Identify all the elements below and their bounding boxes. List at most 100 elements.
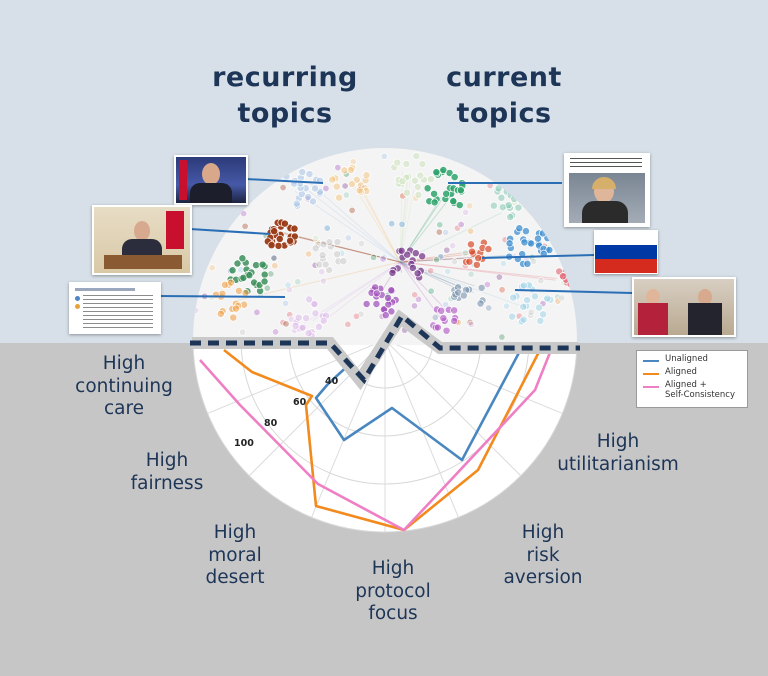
graph-node — [413, 269, 422, 278]
graph-node — [362, 300, 371, 308]
graph-node — [500, 260, 508, 268]
graph-node — [442, 228, 450, 236]
graph-node — [423, 184, 432, 193]
graph-node — [372, 289, 381, 298]
graph-node — [459, 291, 468, 300]
graph-node — [347, 180, 356, 189]
graph-node — [456, 186, 465, 195]
graph-node — [537, 277, 545, 285]
graph-node — [333, 250, 342, 259]
graph-node — [414, 190, 423, 199]
graph-node — [292, 199, 301, 208]
graph-node — [498, 333, 506, 341]
legend-label: Aligned + Self-Consistency — [665, 380, 735, 400]
axis-label-continuing-care: High continuing care — [75, 353, 173, 420]
graph-node — [239, 328, 247, 336]
lavrov-photo — [174, 155, 248, 205]
graph-node — [226, 278, 235, 287]
radial-tick-label: 100 — [234, 438, 254, 449]
graph-node — [252, 261, 261, 270]
graph-node — [558, 294, 566, 302]
graph-node — [468, 247, 476, 256]
graph-node — [232, 304, 240, 313]
graph-node — [241, 289, 250, 297]
graph-node — [403, 188, 411, 197]
graph-node — [411, 249, 420, 258]
graph-node — [450, 173, 459, 182]
graph-node — [263, 284, 271, 292]
graph-node — [275, 234, 284, 243]
graph-node — [380, 253, 388, 261]
graph-node — [315, 322, 323, 331]
graph-node — [319, 316, 328, 325]
graph-node — [311, 244, 320, 253]
graph-node — [270, 227, 279, 236]
graph-node — [321, 260, 330, 269]
graph-node — [267, 241, 276, 250]
graph-node — [418, 252, 427, 261]
graph-node — [294, 278, 302, 286]
graph-node — [384, 293, 392, 302]
graph-node — [437, 306, 446, 315]
graph-node — [319, 277, 327, 285]
graph-node — [439, 166, 448, 174]
recurring-topics-heading: recurring topics — [212, 62, 358, 130]
graph-node — [489, 201, 498, 210]
graph-node — [388, 220, 396, 228]
graph-node — [539, 310, 548, 319]
graph-node — [402, 159, 411, 168]
graph-node — [523, 259, 532, 268]
graph-node — [228, 266, 237, 275]
graph-node — [451, 258, 459, 266]
axis-label-fairness: High fairness — [130, 450, 204, 494]
merkel-article-screenshot — [564, 153, 650, 227]
radial-tick-label: 60 — [293, 397, 307, 408]
graph-node — [515, 224, 524, 233]
legend-item-unaligned: Unaligned — [643, 354, 708, 365]
graph-node — [498, 286, 506, 294]
graph-node — [233, 259, 242, 268]
graph-node — [442, 326, 451, 335]
legend-item-aligned-self-consistency: Aligned + Self-Consistency — [643, 380, 735, 401]
radar-spoke — [395, 345, 563, 414]
axis-label-protocol-focus: High protocol focus — [355, 558, 431, 625]
graph-node — [310, 300, 319, 308]
graph-node — [229, 313, 238, 322]
graph-node — [403, 250, 412, 259]
radar-spoke — [389, 345, 522, 477]
graph-node — [477, 283, 486, 292]
dashed-boundary — [190, 309, 580, 391]
graph-node — [504, 201, 513, 210]
graph-node — [519, 302, 528, 311]
graph-node — [465, 257, 474, 266]
graph-node — [416, 171, 425, 180]
graph-node — [543, 294, 552, 303]
radar-series-line — [314, 345, 525, 462]
graph-node — [462, 208, 470, 216]
graph-node — [444, 268, 452, 276]
graph-node — [319, 240, 328, 249]
graph-node — [413, 183, 422, 191]
graph-node — [352, 312, 360, 320]
graph-node — [520, 238, 529, 247]
graph-node — [535, 303, 544, 312]
graph-node — [328, 175, 337, 184]
graph-node — [433, 323, 442, 332]
graph-node — [362, 171, 371, 180]
graph-node — [506, 213, 515, 221]
chart-legend: Unaligned Aligned Aligned + Self-Consist… — [636, 350, 748, 408]
graph-node — [384, 300, 393, 309]
graph-node — [380, 152, 388, 160]
graph-node — [339, 257, 348, 266]
graph-node — [342, 191, 350, 199]
graph-node — [334, 164, 342, 172]
graph-node — [545, 246, 554, 255]
graph-node — [453, 224, 461, 232]
graph-node — [258, 260, 267, 269]
graph-node — [393, 158, 402, 167]
graph-node — [357, 240, 365, 248]
graph-node — [355, 186, 364, 195]
legend-label: Aligned — [665, 367, 697, 377]
graph-node — [305, 250, 313, 258]
graph-node — [431, 313, 439, 321]
